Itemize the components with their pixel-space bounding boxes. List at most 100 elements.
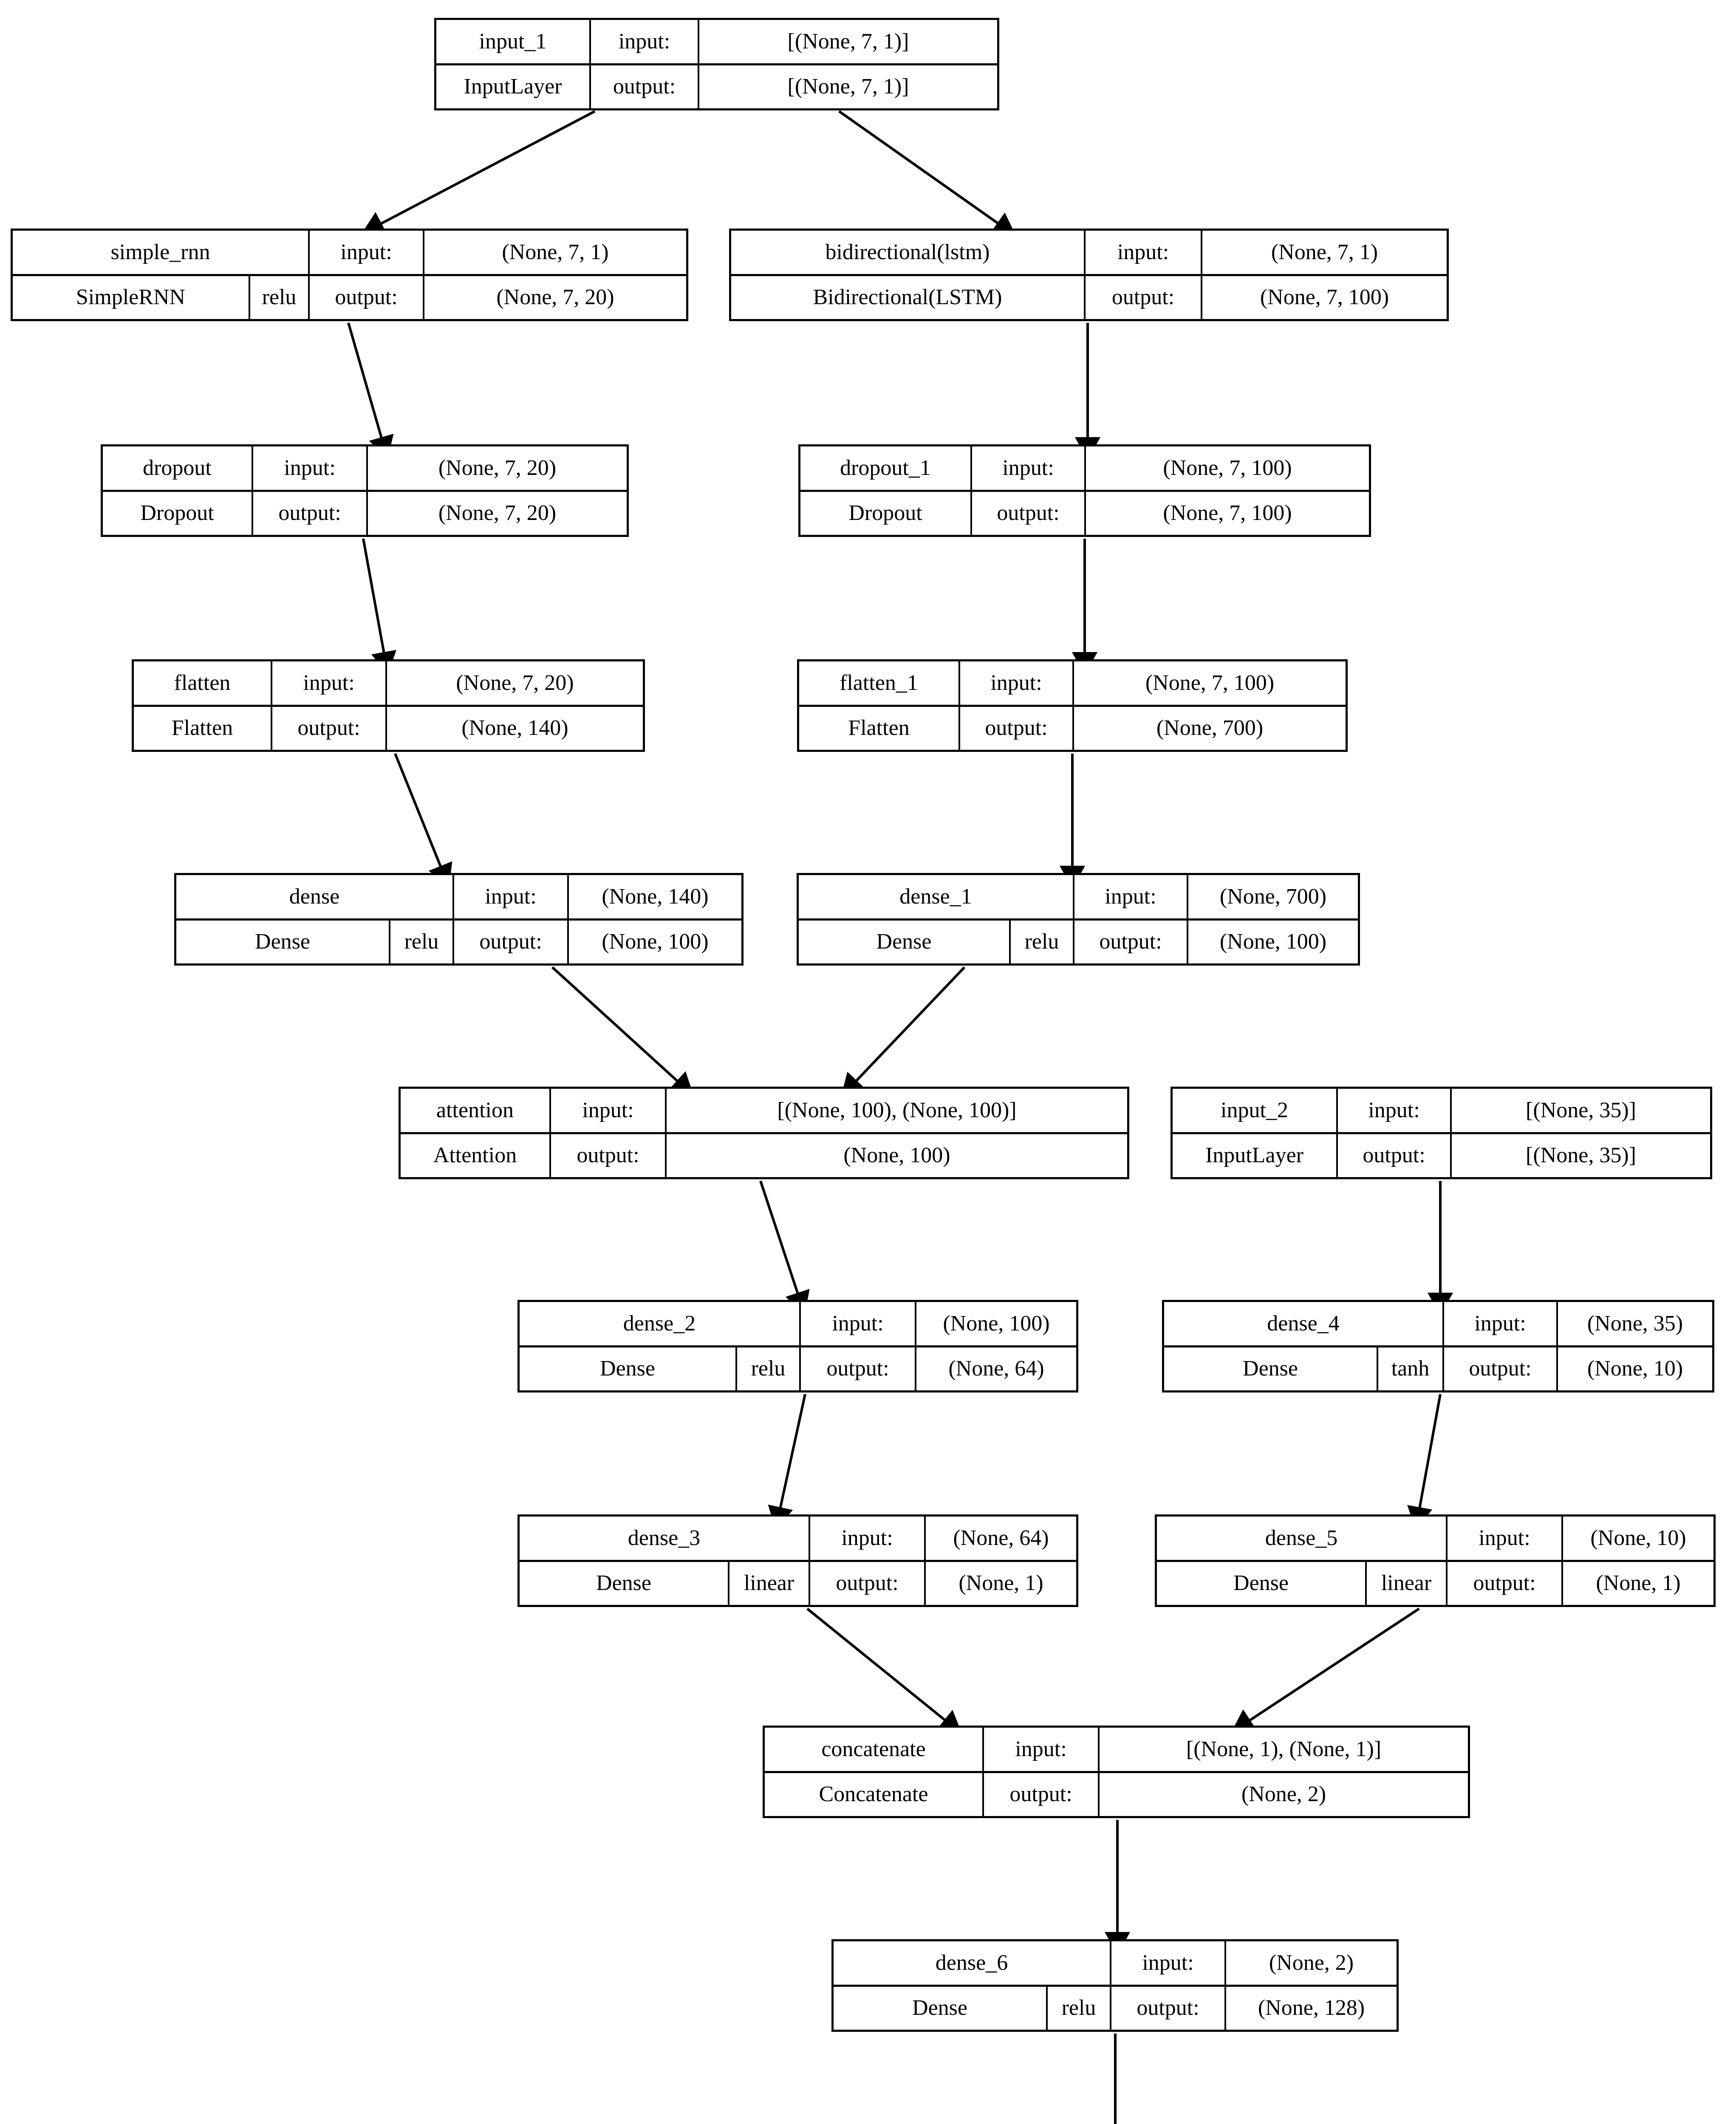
output-shape: (None, 10) [1556, 1347, 1712, 1390]
layer-node-attention[interactable]: attention input:[(None, 100), (None, 100)… [399, 1087, 1129, 1179]
output-shape: (None, 7, 100) [1201, 276, 1447, 319]
layer-name: bidirectional(lstm) [825, 240, 990, 264]
layer-input-row: dropout input:(None, 7, 20) [103, 446, 627, 492]
input-shape: (None, 700) [1187, 875, 1358, 918]
output-label: output: [809, 1562, 924, 1605]
input-label: input: [1336, 1089, 1450, 1132]
output-label: output: [799, 1347, 915, 1390]
input-shape: (None, 7, 20) [385, 661, 643, 705]
output-label: output: [589, 65, 698, 108]
layer-name: attention [436, 1098, 514, 1122]
input-shape: [(None, 100), (None, 100)] [665, 1089, 1127, 1132]
output-label: output: [1073, 920, 1187, 963]
input-label: input: [958, 661, 1072, 705]
layer-activation: relu [389, 920, 452, 963]
input-label: input: [589, 20, 698, 63]
input-label: input: [308, 231, 423, 274]
layer-node-bidirectional_lstm[interactable]: bidirectional(lstm)input:(None, 7, 1)Bid… [729, 229, 1449, 321]
output-label: output: [1084, 276, 1201, 319]
edge-attention-to-dense_2 [759, 1181, 810, 1315]
input-shape: (None, 100) [915, 1302, 1076, 1345]
input-label: input: [1084, 231, 1201, 274]
output-label: output: [1336, 1134, 1450, 1177]
layer-activation: linear [728, 1562, 809, 1605]
layer-name: dense_5 [1265, 1525, 1338, 1550]
output-shape: (None, 7, 20) [366, 491, 627, 535]
output-shape: (None, 140) [385, 706, 643, 750]
input-label: input: [549, 1089, 665, 1132]
layer-name: dense [289, 884, 340, 909]
output-label: output: [549, 1134, 665, 1177]
input-shape: (None, 7, 1) [423, 231, 686, 274]
input-label: input: [809, 1517, 924, 1560]
edge-dense_2-to-dense_3 [768, 1394, 806, 1530]
layer-class: Dense [876, 929, 932, 954]
edge-dropout-to-flatten [362, 538, 396, 675]
layer-activation: relu [249, 276, 308, 319]
output-label: output: [308, 276, 423, 319]
layer-class: Dense [255, 929, 310, 954]
output-shape: [(None, 35)] [1450, 1134, 1710, 1177]
output-label: output: [252, 491, 366, 535]
layer-class: Flatten [171, 716, 233, 740]
input-shape: [(None, 7, 1)] [698, 20, 997, 63]
input-label: input: [970, 446, 1084, 490]
layer-name: dropout [143, 455, 212, 480]
output-label: output: [982, 1773, 1098, 1816]
output-label: output: [958, 706, 1072, 750]
input-label: input: [1442, 1302, 1556, 1345]
input-shape: (None, 7, 20) [366, 446, 627, 490]
input-label: input: [799, 1302, 915, 1345]
output-shape: (None, 7, 20) [423, 276, 686, 319]
layer-name: dropout_1 [840, 455, 931, 480]
input-label: input: [982, 1728, 1098, 1771]
output-shape: (None, 100) [1187, 920, 1358, 963]
output-shape: (None, 100) [665, 1134, 1127, 1177]
layer-activation: relu [1046, 1986, 1110, 2030]
layer-activation: tanh [1377, 1347, 1442, 1390]
layer-class: Dense [600, 1356, 655, 1381]
edge-simple_rnn-to-dropout [347, 322, 394, 460]
layer-name: concatenate [821, 1737, 926, 1761]
output-label: output: [1442, 1347, 1556, 1390]
edge-input_1-to-bidirectional_lstm [838, 110, 1016, 236]
layer-class: Flatten [848, 716, 910, 740]
output-shape: (None, 100) [567, 920, 741, 963]
layer-class: Dense [912, 1996, 967, 2020]
layer-class: Dense [1233, 1571, 1289, 1596]
output-shape: (None, 128) [1224, 1986, 1397, 2030]
input-label: input: [252, 446, 366, 490]
layer-name: dense_6 [935, 1950, 1008, 1975]
